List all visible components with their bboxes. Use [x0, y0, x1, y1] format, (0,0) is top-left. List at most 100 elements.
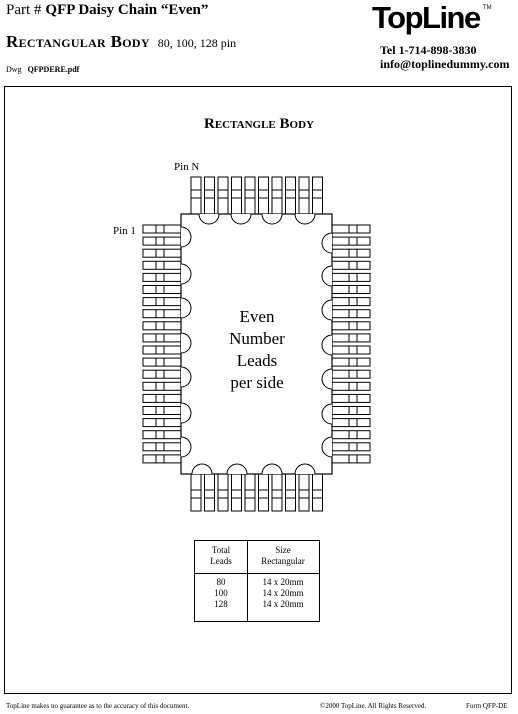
daisy-loop: [180, 332, 192, 354]
lead: [142, 393, 182, 403]
lead: [331, 321, 371, 331]
drawing-file-line: Dwg QFPDERE.pdf: [6, 65, 79, 74]
daisy-loop: [321, 368, 333, 390]
lead: [331, 454, 371, 464]
lead: [142, 309, 182, 319]
lead: [142, 297, 182, 307]
daisy-loop: [321, 265, 333, 287]
table-divider: [247, 541, 248, 621]
lead: [298, 473, 310, 512]
lead: [331, 381, 371, 391]
lead: [142, 285, 182, 294]
lead: [190, 473, 202, 512]
lead: [142, 418, 182, 428]
part-number-value: QFP Daisy Chain “Even”: [45, 2, 209, 18]
lead: [204, 473, 215, 512]
lead: [331, 285, 371, 294]
header-line: Size: [275, 545, 291, 555]
lead: [142, 272, 182, 282]
drawing-title: Rectangle Body: [204, 116, 314, 132]
lead: [142, 442, 182, 452]
table-cell-leads: 100: [214, 588, 228, 598]
daisy-loop: [321, 334, 333, 356]
lead: [331, 309, 371, 319]
daisy-chain-loops: [180, 213, 333, 475]
right-leads: [331, 224, 371, 464]
topline-logo: TopLine: [372, 0, 481, 35]
lead: [285, 176, 296, 215]
email-address[interactable]: info@toplinedummy.com: [380, 57, 510, 71]
daisy-loop: [294, 213, 316, 225]
bottom-leads: [190, 473, 323, 512]
lead: [142, 260, 182, 270]
size-column: 14 x 20mm 14 x 20mm 14 x 20mm: [247, 577, 319, 610]
lead: [258, 473, 269, 512]
lead: [331, 393, 371, 403]
lead: [142, 381, 182, 391]
daisy-loop: [321, 436, 333, 458]
table-cell-size: 14 x 20mm: [262, 577, 304, 587]
lead: [331, 297, 371, 307]
disclaimer: TopLine makes no guarantee as to the acc…: [6, 702, 190, 710]
header-line: Leads: [210, 556, 232, 566]
table-cell-size: 14 x 20mm: [262, 599, 304, 609]
daisy-loop: [180, 226, 192, 248]
center-text-line-2: Number: [229, 329, 285, 348]
daisy-loop: [226, 463, 248, 475]
lead: [258, 176, 269, 215]
lead: [142, 321, 182, 331]
lead: [331, 248, 371, 258]
lead: [298, 176, 310, 215]
lead: [331, 442, 371, 452]
form-number: Form QFP-DE: [466, 702, 508, 710]
lead: [142, 248, 182, 258]
lead: [271, 176, 283, 215]
part-number-label: Part #: [6, 2, 42, 18]
lead: [331, 357, 371, 367]
lead: [231, 176, 242, 215]
lead: [217, 473, 229, 512]
daisy-loop: [191, 463, 213, 475]
daisy-loop: [180, 402, 192, 424]
lead: [331, 333, 371, 343]
body-type-title: Rectangular Body: [6, 32, 150, 51]
pin-n-label: Pin N: [174, 161, 199, 173]
lead: [331, 418, 371, 428]
drawing-label: Dwg: [6, 65, 22, 74]
daisy-loop: [321, 299, 333, 321]
left-leads: [142, 224, 182, 464]
table-cell-leads: 128: [214, 599, 228, 609]
lead: [142, 357, 182, 367]
table-cell-leads: 80: [216, 577, 226, 587]
lead: [142, 369, 182, 379]
lead: [331, 406, 371, 415]
table-cell-size: 14 x 20mm: [262, 588, 304, 598]
top-leads: [190, 176, 323, 215]
lead: [331, 345, 371, 355]
lead: [331, 272, 371, 282]
lead: [217, 176, 229, 215]
part-number-line: Part #QFP Daisy Chain “Even”: [6, 2, 208, 19]
daisy-loop: [321, 232, 333, 254]
lead: [244, 473, 256, 512]
daisy-loop: [180, 366, 192, 388]
package-body: [180, 213, 333, 475]
trademark-mark: TM: [483, 5, 492, 11]
center-text-line-3: Leads: [237, 351, 278, 370]
lead: [142, 224, 182, 234]
lead: [142, 454, 182, 464]
daisy-loop: [261, 463, 283, 475]
lead: [331, 224, 371, 234]
lead: [142, 430, 182, 440]
daisy-loop: [198, 213, 220, 225]
drawing-filename: QFPDERE.pdf: [27, 65, 80, 74]
lead: [204, 176, 215, 215]
lead: [312, 176, 323, 215]
lead: [331, 369, 371, 379]
lead: [285, 473, 296, 512]
leads-column: 80 100 128: [195, 577, 247, 610]
daisy-loop: [180, 297, 192, 319]
lead: [312, 473, 323, 512]
